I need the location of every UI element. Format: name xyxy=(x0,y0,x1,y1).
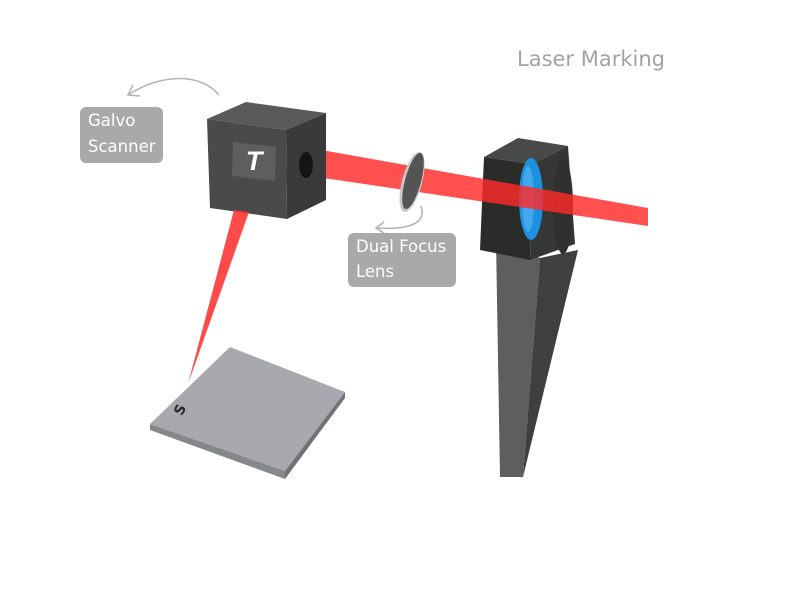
label-line: Scanner xyxy=(88,137,156,156)
workpiece: S xyxy=(150,347,345,479)
dual-focus-lens xyxy=(399,151,425,213)
scanner-logo-text: T xyxy=(246,146,265,176)
scanner-aperture-icon xyxy=(299,152,313,178)
curved-arrow-icon xyxy=(375,205,423,230)
curved-arrow-icon xyxy=(127,77,220,96)
scanner-logo xyxy=(232,142,276,181)
laser-beam-down xyxy=(188,210,249,384)
dual-focus-lens-label: Dual Focus Lens xyxy=(348,233,456,287)
label-line: Galvo xyxy=(88,111,136,130)
laser-beam xyxy=(310,148,648,226)
galvo-scanner: T xyxy=(207,102,326,219)
label-line: Dual Focus xyxy=(356,237,447,256)
galvo-scanner-label: Galvo Scanner xyxy=(80,107,163,163)
label-line: Lens xyxy=(356,262,395,281)
diagram-title: Laser Marking xyxy=(517,47,665,71)
